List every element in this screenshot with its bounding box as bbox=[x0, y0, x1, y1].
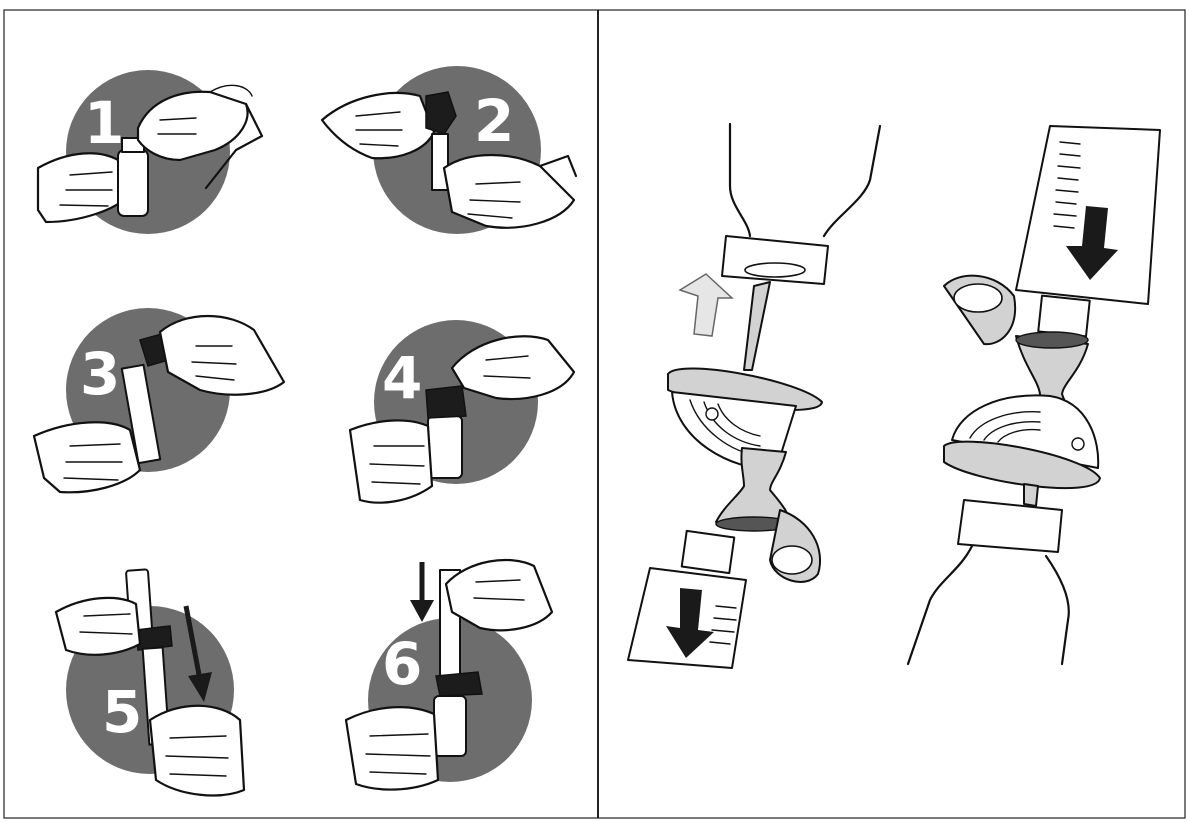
step-1-vial bbox=[118, 150, 148, 216]
right-syringe-tip bbox=[1038, 296, 1090, 337]
step-4-number: 4 bbox=[382, 344, 422, 412]
step-6-number: 6 bbox=[382, 630, 422, 698]
left-syringe-tip bbox=[682, 531, 735, 573]
step-5-number: 5 bbox=[102, 678, 142, 746]
step-4-lower-hand bbox=[350, 420, 432, 502]
step-6-vial bbox=[434, 696, 466, 756]
step-1-number: 1 bbox=[84, 89, 124, 157]
step-5-lower-hand bbox=[150, 706, 244, 796]
step-5-adapter bbox=[136, 626, 172, 650]
right-adapter-spike bbox=[1024, 484, 1038, 506]
step-4-adapter bbox=[426, 386, 466, 418]
step-4-vial bbox=[428, 416, 462, 478]
step-3-number: 3 bbox=[80, 340, 120, 408]
step-6-adapter bbox=[436, 672, 482, 696]
step-6-lower-hand bbox=[346, 707, 438, 789]
step-3-lower-hand bbox=[34, 422, 140, 492]
right-vial-cap bbox=[958, 500, 1062, 552]
step-2-number: 2 bbox=[474, 87, 514, 155]
step-5-upper-hand bbox=[56, 598, 140, 655]
